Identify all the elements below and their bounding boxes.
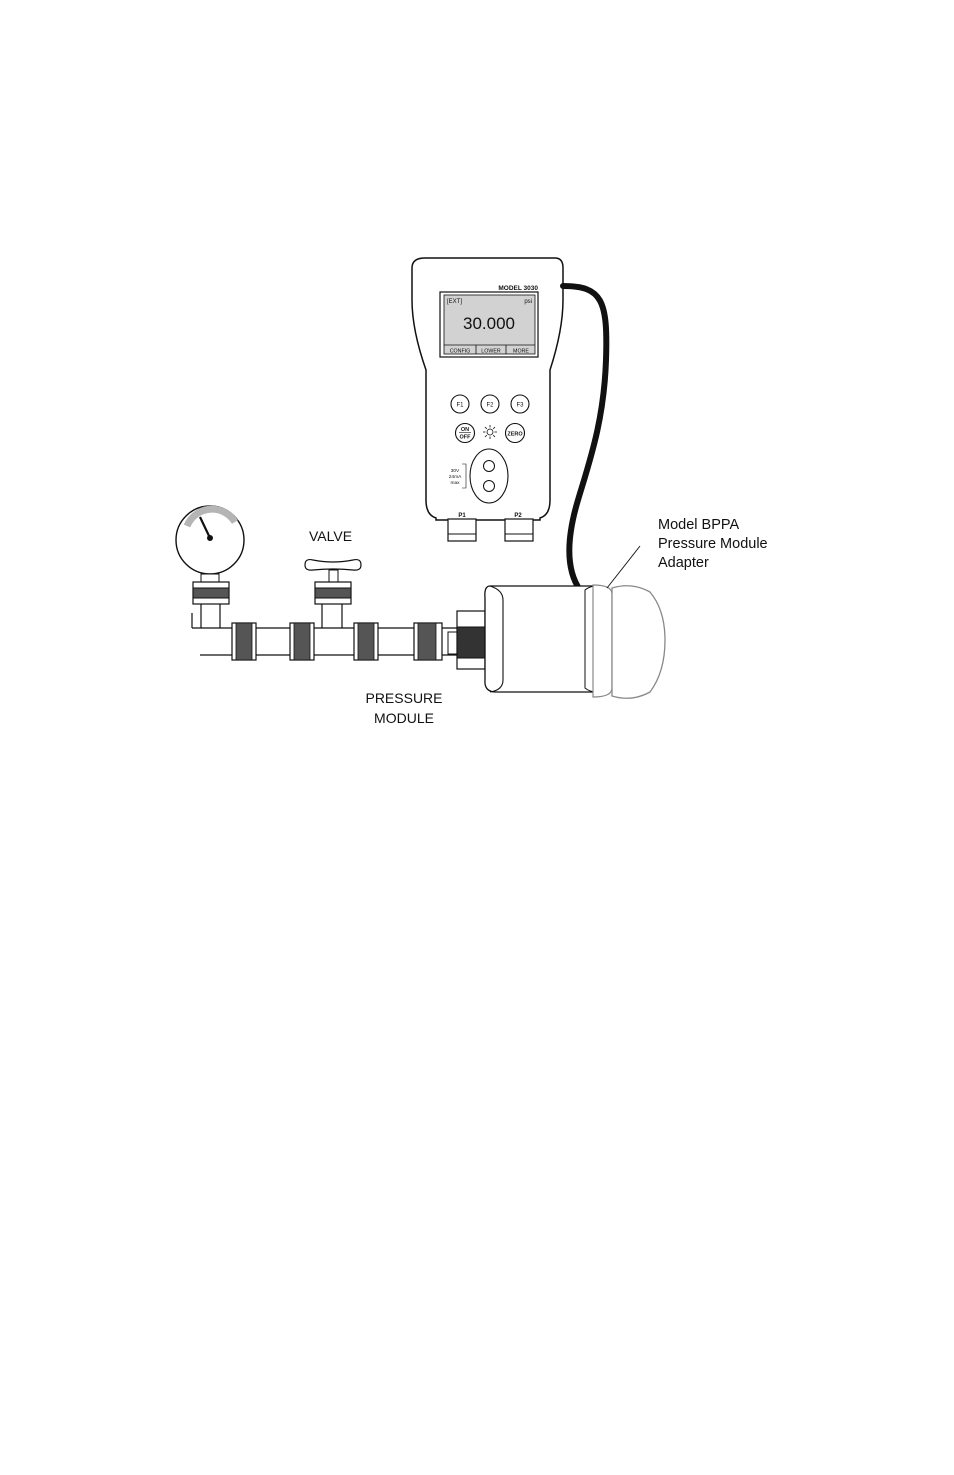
electrical-jacks: 30V 24mA max	[449, 448, 509, 504]
adapter-leader-line	[606, 545, 641, 589]
control-keys: ON OFF ZERO	[454, 422, 526, 444]
pressure-gauge	[175, 505, 245, 628]
adapter-label-line-3: Adapter	[658, 555, 709, 571]
pressure-module	[484, 585, 597, 693]
f1-button	[450, 394, 470, 414]
valve-label: VALVE	[309, 528, 352, 544]
rating-30v: 30V	[451, 468, 460, 474]
function-keys: F1 F2 F3	[450, 394, 530, 414]
port-p2-label: P2	[514, 513, 522, 519]
rating-24ma: 24mA	[449, 474, 462, 480]
lcd-screen: [EXT] psi 30.000 CONFIG LOWER MORE	[439, 291, 539, 358]
rating-max: max	[450, 481, 460, 486]
module-cable	[560, 283, 610, 593]
jack-lower	[483, 480, 495, 492]
off-label: OFF	[460, 435, 472, 441]
fitting-1	[231, 622, 257, 661]
pipe-assembly	[191, 610, 486, 670]
fitting-4	[413, 622, 443, 661]
softkey-lower: LOWER	[481, 349, 501, 355]
jack-upper	[483, 460, 495, 472]
pressure-module-label-line-2: MODULE	[374, 710, 434, 726]
mode-tag: [EXT]	[447, 299, 462, 305]
f3-button	[510, 394, 530, 414]
zero-label: ZERO	[507, 432, 523, 438]
backlight-icon	[483, 425, 497, 439]
adapter-label-line-2: Pressure Module	[658, 536, 768, 552]
fitting-3	[353, 622, 379, 661]
f2-label: F2	[486, 403, 494, 409]
port-p2-housing	[504, 518, 534, 542]
on-off-button	[454, 422, 476, 444]
fitting-2	[289, 622, 315, 661]
valve-handle	[304, 558, 362, 571]
calibrator-device: MODEL 3030 [EXT] psi 30.000 CONFIG LOWER…	[411, 257, 564, 542]
f2-button	[480, 394, 500, 414]
zero-button	[504, 422, 526, 444]
softkey-more: MORE	[513, 349, 529, 355]
valve	[304, 558, 362, 628]
pressure-reading: 30.000	[463, 314, 515, 333]
adapter-label-line-1: Model BPPA	[658, 517, 739, 533]
model-label: MODEL 3030	[498, 285, 538, 292]
f3-label: F3	[516, 403, 524, 409]
port-p1-housing	[447, 518, 477, 542]
pressure-module-label-line-1: PRESSURE	[365, 690, 442, 706]
bppa-adapter	[592, 584, 666, 699]
on-label: ON	[461, 427, 469, 433]
f1-label: F1	[456, 403, 464, 409]
softkey-config: CONFIG	[450, 349, 471, 355]
unit-label: psi	[524, 299, 532, 305]
gauge-needle	[199, 516, 211, 539]
port-p1-label: P1	[458, 513, 466, 519]
